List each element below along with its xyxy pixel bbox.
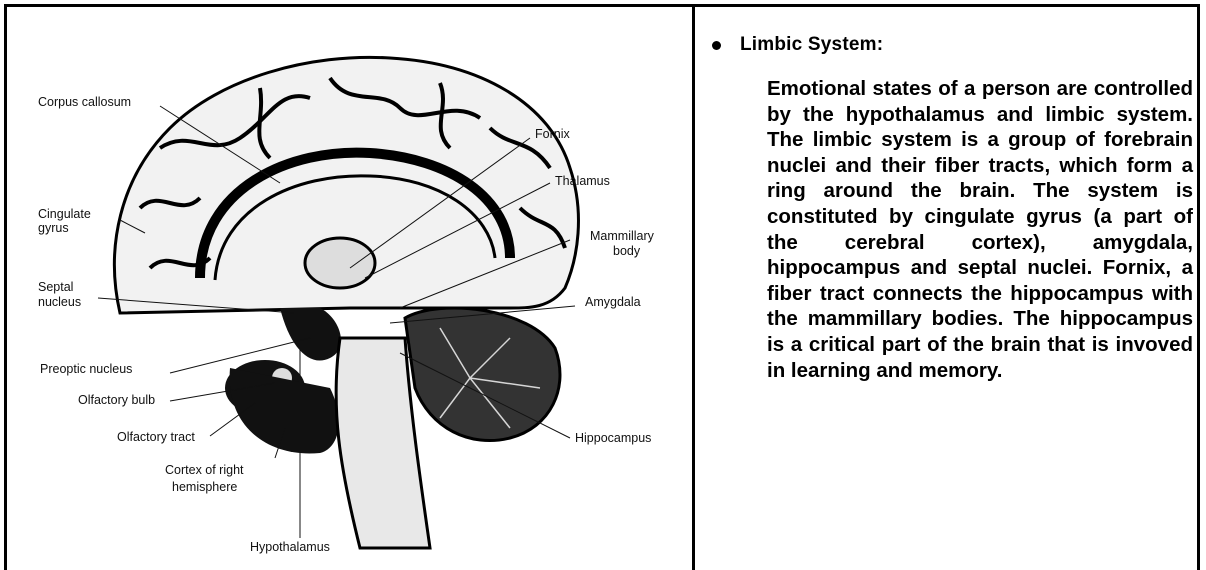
brain-sagittal-illustration: Corpus callosum Fornix Thalamus Cingulat… [10, 8, 690, 568]
body-paragraph: Emotional states of a person are control… [767, 76, 1193, 383]
label-amygdala: Amygdala [585, 295, 641, 309]
thalamus-shape [305, 238, 375, 288]
label-cingulate-line2: gyrus [38, 221, 69, 235]
label-mammillary-line2: body [613, 244, 641, 258]
label-cingulate-line1: Cingulate [38, 207, 91, 221]
text-panel: Limbic System: Emotional states of a per… [712, 34, 1192, 383]
cerebellum [405, 308, 560, 441]
label-thalamus: Thalamus [555, 174, 610, 188]
label-preoptic-nucleus: Preoptic nucleus [40, 362, 132, 376]
label-cortex-line2: hemisphere [172, 480, 237, 494]
column-divider [692, 4, 695, 570]
label-hypothalamus: Hypothalamus [250, 540, 330, 554]
label-mammillary-line1: Mammillary [590, 229, 655, 243]
label-cortex-line1: Cortex of right [165, 463, 244, 477]
section-heading: Limbic System: [740, 34, 883, 56]
hypothalamus-region [280, 308, 341, 361]
label-fornix: Fornix [535, 127, 570, 141]
brain-diagram: Corpus callosum Fornix Thalamus Cingulat… [10, 8, 690, 568]
bullet-icon [712, 41, 721, 50]
label-hippocampus: Hippocampus [575, 431, 651, 445]
label-septal-line1: Septal [38, 280, 73, 294]
label-corpus-callosum: Corpus callosum [38, 95, 131, 109]
label-olfactory-bulb: Olfactory bulb [78, 393, 155, 407]
label-olfactory-tract: Olfactory tract [117, 430, 195, 444]
heading-row: Limbic System: [712, 34, 1192, 56]
temporal-lobe [230, 368, 339, 454]
label-septal-line2: nucleus [38, 295, 81, 309]
